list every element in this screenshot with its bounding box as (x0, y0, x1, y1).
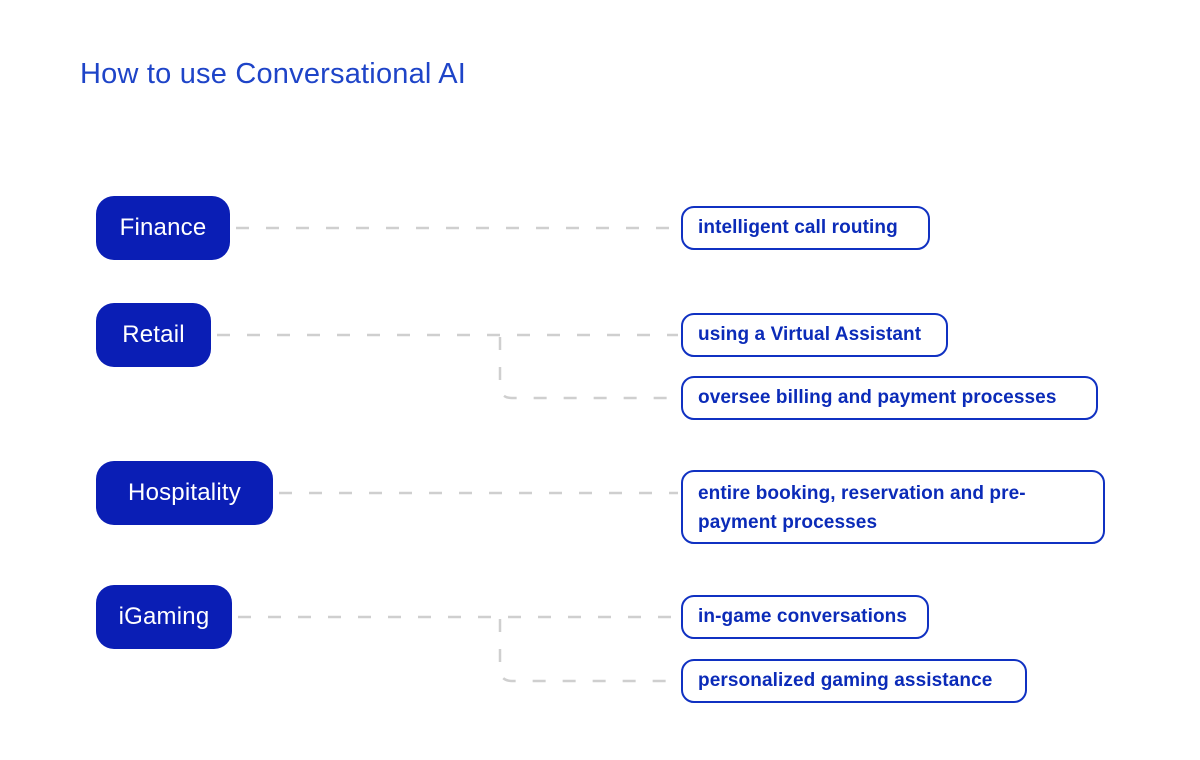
category-node-hospitality: Hospitality (96, 461, 273, 525)
use-chip-personalized-gaming: personalized gaming assistance (681, 659, 1027, 703)
use-chip-billing-payment: oversee billing and payment processes (681, 376, 1098, 420)
category-node-finance: Finance (96, 196, 230, 260)
category-node-igaming: iGaming (96, 585, 232, 649)
connector-igaming-personal (498, 619, 678, 683)
use-chip-ingame-conversations: in-game conversations (681, 595, 929, 639)
use-chip-virtual-assistant: using a Virtual Assistant (681, 313, 948, 357)
use-chip-intelligent-call-routing: intelligent call routing (681, 206, 930, 250)
page-title: How to use Conversational AI (80, 58, 467, 90)
category-node-retail: Retail (96, 303, 211, 367)
connector-retail-billing (498, 337, 678, 400)
use-chip-booking-reservation: entire booking, reservation and pre-paym… (681, 470, 1105, 544)
